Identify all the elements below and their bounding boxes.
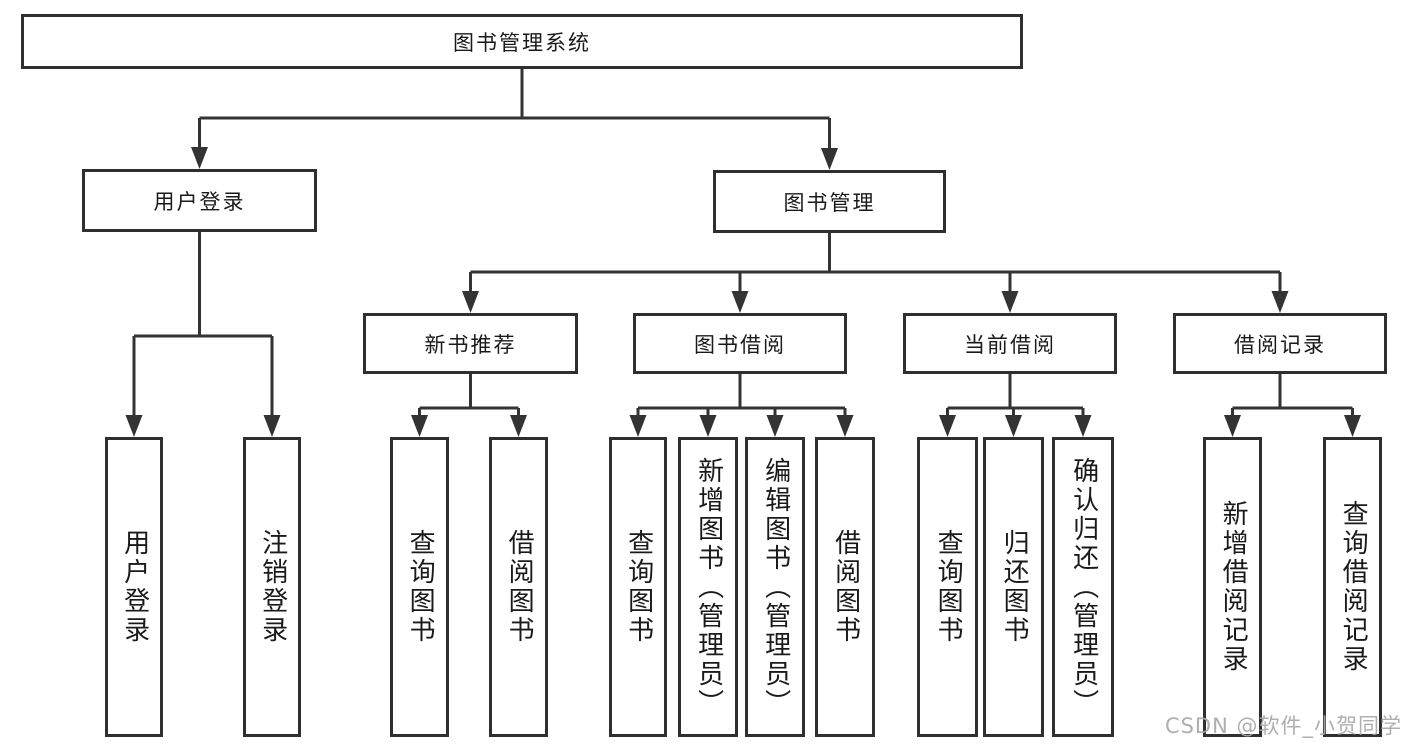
node-current-borrow-label: 当前借阅 bbox=[964, 332, 1056, 357]
leaf-edit-book-admin-label: 编辑图书（管理员） bbox=[760, 456, 791, 718]
leaf-borrow-books-recommend-label: 借阅图书 bbox=[504, 529, 535, 645]
node-borrow-records-label: 借阅记录 bbox=[1234, 332, 1326, 357]
leaf-return-books: 归还图书 bbox=[983, 437, 1044, 737]
leaf-user-login-label: 用户登录 bbox=[119, 529, 150, 645]
node-root-label: 图书管理系统 bbox=[453, 30, 591, 55]
node-new-book-recommend-label: 新书推荐 bbox=[424, 332, 517, 357]
node-user-login: 用户登录 bbox=[82, 169, 317, 232]
leaf-confirm-return-admin: 确认归还（管理员） bbox=[1052, 437, 1114, 737]
leaf-borrow-books-label: 借阅图书 bbox=[830, 529, 861, 645]
leaf-query-books-current-label: 查询图书 bbox=[933, 529, 964, 645]
leaf-query-books-borrow-label: 查询图书 bbox=[623, 529, 654, 645]
node-borrow-records: 借阅记录 bbox=[1173, 313, 1387, 374]
leaf-borrow-books-recommend: 借阅图书 bbox=[489, 437, 548, 737]
node-book-borrow-label: 图书借阅 bbox=[694, 332, 786, 357]
node-new-book-recommend: 新书推荐 bbox=[363, 313, 578, 374]
leaf-query-borrow-record-label: 查询借阅记录 bbox=[1338, 500, 1369, 674]
leaf-query-books-recommend: 查询图书 bbox=[390, 437, 449, 737]
node-book-borrow: 图书借阅 bbox=[633, 313, 847, 374]
leaf-query-books-current: 查询图书 bbox=[917, 437, 978, 737]
node-book-management-label: 图书管理 bbox=[783, 190, 876, 215]
node-user-login-label: 用户登录 bbox=[153, 189, 246, 214]
leaf-user-login: 用户登录 bbox=[105, 437, 163, 737]
leaf-add-borrow-record-label: 新增借阅记录 bbox=[1218, 500, 1249, 674]
node-root: 图书管理系统 bbox=[21, 14, 1023, 69]
leaf-query-books-recommend-label: 查询图书 bbox=[405, 529, 436, 645]
leaf-logout: 注销登录 bbox=[243, 437, 301, 737]
leaf-logout-label: 注销登录 bbox=[257, 529, 288, 645]
leaf-add-borrow-record: 新增借阅记录 bbox=[1203, 437, 1262, 737]
leaf-query-borrow-record: 查询借阅记录 bbox=[1323, 437, 1382, 737]
leaf-add-book-admin-label: 新增图书（管理员） bbox=[693, 456, 724, 718]
leaf-return-books-label: 归还图书 bbox=[999, 529, 1030, 645]
node-current-borrow: 当前借阅 bbox=[903, 313, 1117, 374]
leaf-confirm-return-admin-label: 确认归还（管理员） bbox=[1068, 456, 1099, 718]
leaf-query-books-borrow: 查询图书 bbox=[609, 437, 667, 737]
leaf-add-book-admin: 新增图书（管理员） bbox=[678, 437, 738, 737]
node-book-management: 图书管理 bbox=[713, 170, 946, 233]
leaf-edit-book-admin: 编辑图书（管理员） bbox=[745, 437, 805, 737]
leaf-borrow-books: 借阅图书 bbox=[815, 437, 875, 737]
csdn-watermark: CSDN @软件_小贺同学 bbox=[1164, 714, 1402, 738]
